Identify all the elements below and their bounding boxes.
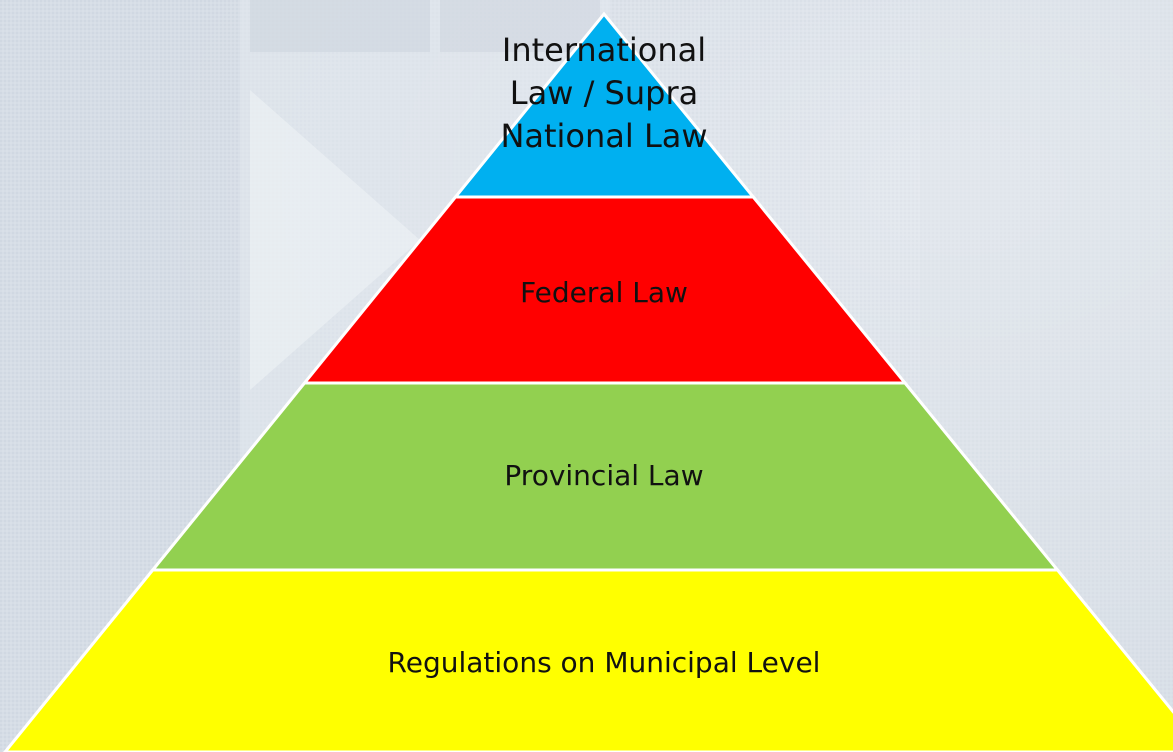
- pyramid-label-international-line-3: National Law: [500, 117, 707, 155]
- pyramid-level-provincial: Provincial Law: [149, 381, 1061, 572]
- pyramid-label-international-line-2: Law / Supra: [510, 74, 698, 112]
- pyramid-segment-municipal: [3, 568, 1173, 752]
- pyramid-label-municipal: Regulations on Municipal Level: [388, 646, 821, 679]
- pyramid-label-federal: Federal Law: [520, 276, 688, 309]
- pyramid-label-international-line-1: International: [502, 31, 706, 69]
- pyramid-level-municipal: Regulations on Municipal Level: [3, 568, 1173, 752]
- pyramid-label-provincial: Provincial Law: [504, 459, 703, 492]
